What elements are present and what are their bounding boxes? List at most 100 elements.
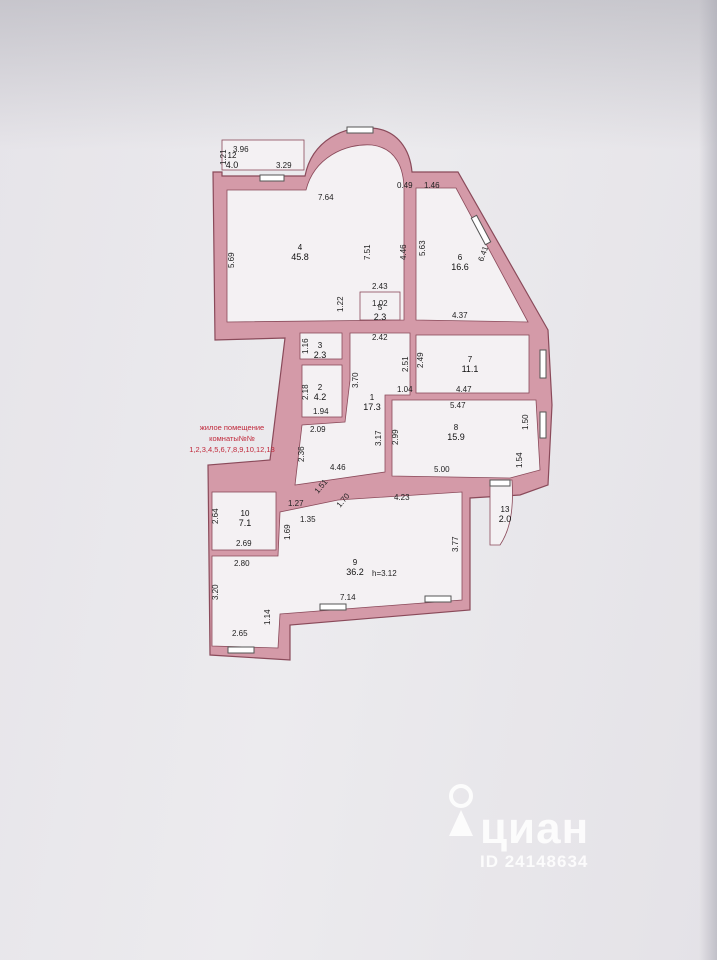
room-fills	[211, 139, 541, 649]
note-line-3: 1,2,3,4,5,6,7,8,9,10,12,13	[189, 445, 275, 454]
dimension-label: 3.20	[211, 584, 220, 600]
watermark-brand: циан	[480, 804, 590, 853]
dimension-label: 2.49	[416, 352, 425, 368]
dimension-label: 1.22	[336, 296, 345, 312]
dimension-label: 7.64	[318, 193, 334, 202]
room-10-fill	[211, 491, 277, 551]
room-9-number: 9	[353, 558, 358, 567]
room-13-area: 2.0	[499, 514, 512, 524]
room-10-area: 7.1	[239, 518, 252, 528]
room-7-fill	[415, 334, 530, 394]
room-4-fill	[226, 144, 405, 323]
room-6-number: 6	[458, 253, 463, 262]
room-2-number: 2	[318, 383, 323, 392]
dimension-label: 2.99	[391, 429, 400, 445]
window-room-9-c	[227, 646, 255, 654]
room-3-area: 2.3	[314, 350, 327, 360]
room-9-area: 36.2	[346, 567, 364, 577]
window-room-9-a	[319, 603, 347, 611]
dimension-label: 4.23	[394, 493, 410, 502]
window-room-4	[259, 174, 285, 182]
room-5-fill	[359, 291, 401, 321]
dimension-label: 2.65	[232, 629, 248, 638]
dimension-label: 1.16	[301, 338, 310, 354]
room-8-fill	[391, 399, 541, 479]
dimension-label: 4.46	[399, 244, 408, 260]
room-3-fill	[299, 332, 343, 360]
room-3-number: 3	[318, 341, 323, 350]
dimension-label: 3.96	[233, 145, 249, 154]
dimension-label: 5.69	[227, 252, 236, 268]
page-edge	[699, 0, 717, 960]
room-12-number: 12	[228, 151, 237, 160]
room-1-fill	[294, 332, 411, 486]
dimension-label: 3.77	[451, 536, 460, 552]
dimension-label: 4.46	[330, 463, 346, 472]
dimension-label: 2.36	[297, 446, 306, 462]
room-6-fill	[415, 187, 529, 323]
watermark: циан ID 24148634	[440, 782, 680, 882]
room-12-fill	[221, 139, 305, 171]
note-line-1: жилое помещение	[200, 423, 264, 432]
window-room-6	[470, 214, 492, 246]
window-room-9-b	[424, 595, 452, 603]
room-10-number: 10	[241, 509, 250, 518]
window-room-8	[539, 411, 547, 439]
dimension-label: 1.04	[397, 385, 413, 394]
room-2-fill	[301, 364, 343, 418]
dimension-label: 2.80	[234, 559, 250, 568]
room-labels: 117.324.232.3445.852.3616.6711.1815.9936…	[226, 151, 512, 577]
dimension-label: 0.49	[397, 181, 413, 190]
room-8-area: 15.9	[447, 432, 465, 442]
room-5-area: 2.3	[374, 312, 387, 322]
dimension-label: 5.47	[450, 401, 466, 410]
room-7-number: 7	[468, 355, 473, 364]
dimension-label: 1.21	[219, 149, 228, 165]
dimension-label: 3.29	[276, 161, 292, 170]
dimension-label: 2.69	[236, 539, 252, 548]
window-room-7	[539, 349, 547, 379]
dimension-label: 7.14	[340, 593, 356, 602]
dimension-label: 2.42	[372, 333, 388, 342]
dimension-label: 1.27	[288, 499, 304, 508]
height-label: h=3.12	[372, 569, 397, 578]
watermark-id: ID 24148634	[480, 852, 589, 871]
room-6-area: 16.6	[451, 262, 469, 272]
dimension-label: 1.94	[313, 407, 329, 416]
room-12-area: 4.0	[226, 160, 239, 170]
dimension-label: 1.14	[263, 609, 272, 625]
dimension-label: 4.47	[456, 385, 472, 394]
room-1-area: 17.3	[363, 402, 381, 412]
dimension-label: 1.50	[521, 414, 530, 430]
window-bay	[346, 126, 374, 134]
dimension-label: 4.37	[452, 311, 468, 320]
window-room-13	[489, 479, 511, 487]
room-4-area: 45.8	[291, 252, 309, 262]
room-13-fill	[489, 479, 513, 546]
dimension-label: 2.51	[401, 356, 410, 372]
windows	[227, 126, 547, 654]
dimension-label: 1.69	[283, 524, 292, 540]
dimension-label: 5.63	[418, 240, 427, 256]
dimension-label: 1.35	[300, 515, 316, 524]
location-pin-icon	[449, 784, 473, 836]
room-1-number: 1	[370, 393, 375, 402]
room-4-number: 4	[298, 243, 303, 252]
dimension-label: 1.46	[424, 181, 440, 190]
dimension-label: 2.18	[301, 384, 310, 400]
page-shadow	[0, 0, 717, 150]
dimension-label: 5.00	[434, 465, 450, 474]
room-13-number: 13	[501, 505, 510, 514]
dimension-label: 1.02	[372, 299, 388, 308]
room-2-area: 4.2	[314, 392, 327, 402]
dimension-label: 3.70	[351, 372, 360, 388]
dimension-label: 2.64	[211, 508, 220, 524]
room-7-area: 11.1	[462, 364, 479, 374]
dimension-label: 3.17	[374, 430, 383, 446]
note-line-2: комнаты№№	[209, 434, 255, 443]
dimension-label: 2.09	[310, 425, 326, 434]
dimension-label: 2.43	[372, 282, 388, 291]
room-5-number: 5	[378, 303, 383, 312]
dimension-label: 7.51	[363, 244, 372, 260]
